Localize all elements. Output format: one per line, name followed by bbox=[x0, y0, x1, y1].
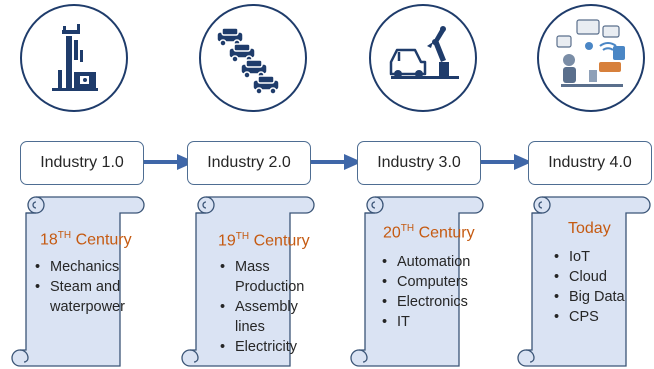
stage-3-label: Industry 3.0 bbox=[357, 141, 481, 185]
century-suffix: TH bbox=[235, 231, 250, 242]
arrow-1-to-2 bbox=[143, 154, 195, 170]
stage-4-label: Industry 4.0 bbox=[528, 141, 652, 185]
stage-2-icon-circle bbox=[199, 4, 307, 112]
list-item: IT bbox=[382, 312, 482, 332]
stage-2-label: Industry 2.0 bbox=[187, 141, 311, 185]
stage-4-today: Today bbox=[568, 220, 611, 237]
stage-4-scroll: Today IoT Cloud Big Data CPS bbox=[516, 194, 652, 369]
century-word: Century bbox=[418, 224, 475, 242]
stage-2-list: Mass Production Assembly lines Electrici… bbox=[220, 257, 310, 357]
century-suffix: TH bbox=[57, 230, 72, 241]
list-item: IoT bbox=[554, 247, 644, 267]
stage-1-century: 18TH Century bbox=[40, 230, 132, 249]
list-item: Electronics bbox=[382, 292, 482, 312]
arrow-2-to-3 bbox=[310, 154, 362, 170]
century-word: Century bbox=[253, 232, 310, 250]
list-item: Cloud bbox=[554, 267, 644, 287]
stage-3-scroll: 20TH Century Automation Computers Electr… bbox=[349, 194, 485, 369]
stage-3-list: Automation Computers Electronics IT bbox=[382, 252, 482, 332]
stage-1-scroll: 18TH Century Mechanics Steam and waterpo… bbox=[10, 194, 146, 369]
stage-1-list: Mechanics Steam and waterpower bbox=[35, 257, 145, 317]
list-item: CPS bbox=[554, 307, 644, 327]
list-item: Automation bbox=[382, 252, 482, 272]
arrow-3-to-4 bbox=[480, 154, 532, 170]
stage-3-century: 20TH Century bbox=[383, 223, 475, 242]
century-number: 18 bbox=[40, 231, 58, 249]
century-word: Century bbox=[75, 231, 132, 249]
stage-4-list: IoT Cloud Big Data CPS bbox=[554, 247, 644, 327]
list-item: Mass Production bbox=[220, 257, 315, 297]
list-item: Assembly lines bbox=[220, 297, 305, 337]
assembly-line-cars-icon bbox=[216, 27, 280, 95]
stage-2-century: 19TH Century bbox=[218, 231, 310, 250]
list-item: Steam and waterpower bbox=[35, 277, 145, 317]
smart-factory-iot-icon bbox=[556, 19, 625, 87]
steam-engine-icon bbox=[52, 24, 98, 91]
century-suffix: TH bbox=[400, 223, 415, 234]
stage-3-icon-circle bbox=[369, 4, 477, 112]
stage-2-scroll: 19TH Century Mass Production Assembly li… bbox=[180, 194, 316, 369]
list-item: Mechanics bbox=[35, 257, 145, 277]
century-number: 20 bbox=[383, 224, 401, 242]
stage-4-icon-circle bbox=[537, 4, 645, 112]
list-item: Big Data bbox=[554, 287, 644, 307]
robot-arm-car-icon bbox=[389, 26, 459, 79]
list-item: Electricity bbox=[220, 337, 310, 357]
list-item: Computers bbox=[382, 272, 482, 292]
stage-1-label: Industry 1.0 bbox=[20, 141, 144, 185]
century-number: 19 bbox=[218, 232, 236, 250]
stage-1-icon-circle bbox=[20, 4, 128, 112]
